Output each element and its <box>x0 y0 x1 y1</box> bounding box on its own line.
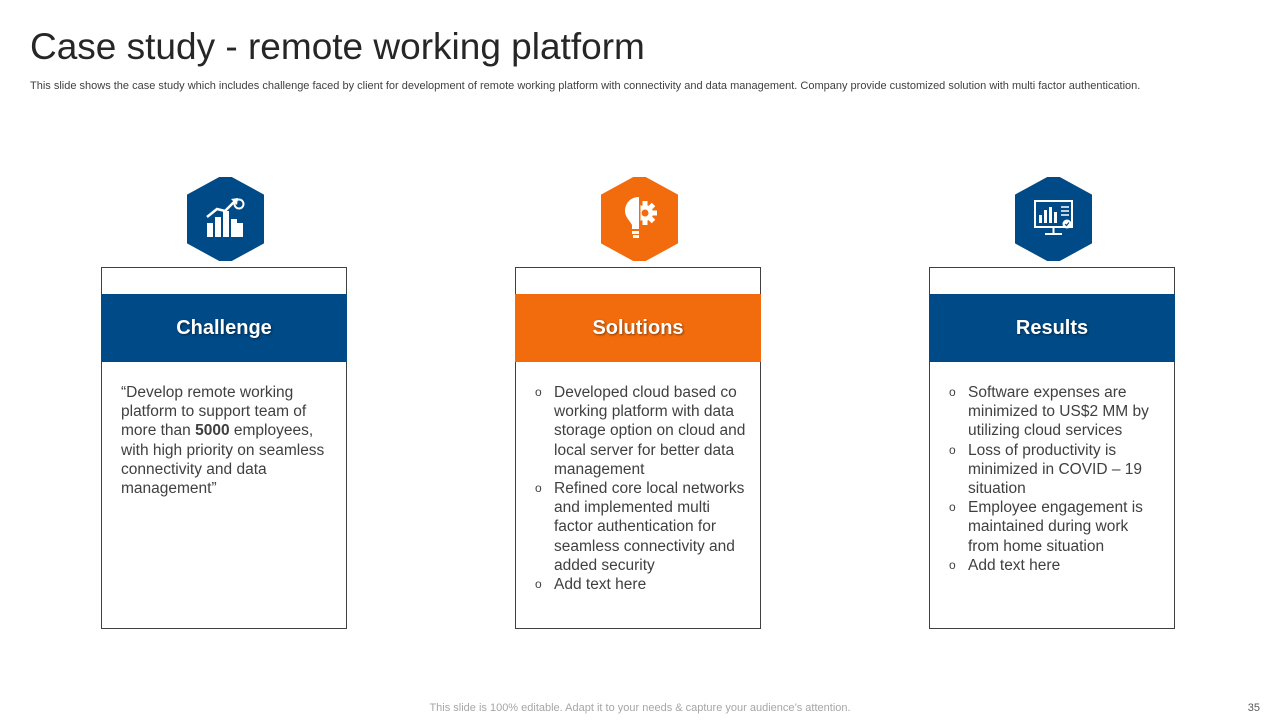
bullet-marker: o <box>949 442 956 457</box>
list-item-text: Employee engagement is maintained during… <box>968 499 1143 555</box>
list-item: o Employee engagement is maintained durin… <box>949 498 1162 556</box>
slide-footer: This slide is 100% editable. Adapt it to… <box>429 702 851 714</box>
results-card-header: Results <box>929 294 1175 362</box>
list-item: o Loss of productivity is minimized in CO… <box>949 441 1162 499</box>
challenge-text-part: “Develop remote working platform to supp… <box>121 384 307 440</box>
results-card: Results o Software expenses are minimized… <box>929 267 1175 629</box>
bullet-marker: o <box>535 481 542 496</box>
list-item-text: Add text here <box>968 556 1061 574</box>
challenge-text-part: employees, with high priority on seamles… <box>121 422 325 498</box>
list-item: o Add text here <box>535 575 748 594</box>
solutions-list: o Developed cloud based co working platfo… <box>535 383 748 594</box>
solutions-card: Solutions o Developed cloud based co work… <box>515 267 761 629</box>
challenge-card: Challenge “Develop remote working platfo… <box>101 267 347 629</box>
page-number: 35 <box>1247 702 1260 714</box>
results-list: o Software expenses are minimized to US$2… <box>949 383 1162 575</box>
list-item-text: Software expenses are minimized to US$2 … <box>968 384 1149 440</box>
slide-title: Case study - remote working platform <box>30 26 645 67</box>
challenge-employee-count: 5000 <box>195 422 230 440</box>
results-card-body: o Software expenses are minimized to US$2… <box>949 383 1162 575</box>
bullet-marker: o <box>949 557 956 572</box>
list-item: o Developed cloud based co working platfo… <box>535 383 748 479</box>
solutions-card-header: Solutions <box>515 294 761 362</box>
list-item-text: Developed cloud based co working platfor… <box>554 384 746 478</box>
list-item-text: Add text here <box>554 576 647 594</box>
challenge-card-body: “Develop remote working platform to supp… <box>121 383 334 498</box>
lightbulb-gear-icon <box>601 177 678 261</box>
challenge-text: “Develop remote working platform to supp… <box>121 383 334 498</box>
bullet-marker: o <box>535 385 542 399</box>
solutions-card-body: o Developed cloud based co working platfo… <box>535 383 748 594</box>
list-item-text: Refined core local networks and implemen… <box>554 480 745 574</box>
bullet-marker: o <box>949 385 956 399</box>
list-item-text: Loss of productivity is minimized in COV… <box>968 441 1143 498</box>
bullet-marker: o <box>949 500 956 515</box>
list-item: o Software expenses are minimized to US$2… <box>949 383 1162 441</box>
list-item: o Refined core local networks and impleme… <box>535 479 748 575</box>
monitor-dashboard-icon <box>1015 177 1092 261</box>
slide-subtitle: This slide shows the case study which in… <box>30 80 1141 92</box>
challenge-card-header: Challenge <box>101 294 347 362</box>
list-item: o Add text here <box>949 556 1162 575</box>
growth-chart-icon <box>187 177 264 261</box>
bullet-marker: o <box>535 577 542 592</box>
